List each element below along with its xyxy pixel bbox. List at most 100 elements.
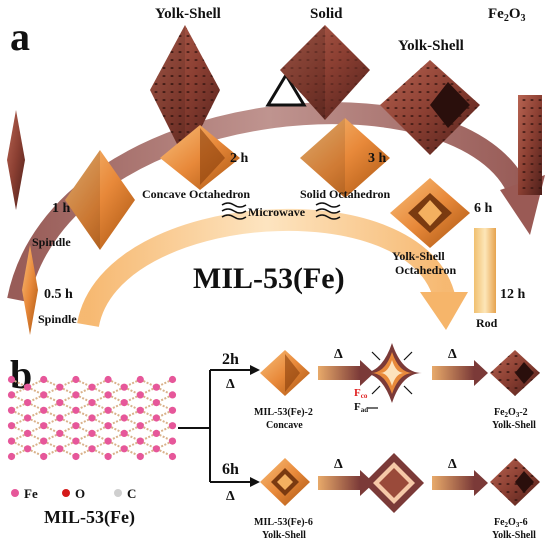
lattice-fe-node bbox=[104, 437, 112, 445]
center-title-mil53: MIL-53(Fe) bbox=[193, 262, 345, 295]
lattice-fe-node bbox=[7, 422, 16, 430]
lattice-fe-node bbox=[120, 414, 128, 422]
lattice-fe-node bbox=[40, 391, 48, 399]
lattice-fe-node bbox=[104, 391, 112, 399]
microwave-wave-icon-right bbox=[315, 202, 341, 220]
mil53-6-yolk-shell-icon bbox=[260, 458, 310, 506]
bottom-step-arrow-1 bbox=[318, 476, 360, 490]
lattice-fe-node bbox=[104, 375, 112, 384]
fe2o3-2-label-2: Yolk-Shell bbox=[492, 420, 536, 431]
legend-o-dot bbox=[62, 489, 70, 497]
lattice-fe-node bbox=[7, 391, 16, 399]
top-step-arrow-2 bbox=[432, 366, 474, 380]
lattice-fe-node bbox=[136, 437, 144, 445]
lattice-fe-node bbox=[136, 422, 144, 430]
mil53-2-label-1: MIL-53(Fe)-2 bbox=[254, 407, 313, 418]
lattice-fe-node bbox=[88, 445, 96, 453]
oxide-solid-octahedron-icon bbox=[280, 25, 370, 120]
lattice-fe-node bbox=[104, 406, 112, 414]
time-05h: 0.5 h bbox=[44, 287, 73, 302]
force-co-label: Fco bbox=[354, 387, 368, 400]
oxide-transformation-arc bbox=[7, 102, 531, 303]
lattice-fe-node bbox=[40, 452, 48, 461]
lattice-fe-node bbox=[152, 414, 160, 422]
label-yolk-shell-right: Yolk-Shell bbox=[398, 38, 464, 54]
lattice-fe-node bbox=[88, 399, 96, 407]
legend-fe-dot bbox=[11, 489, 19, 497]
label-spindle-lower: Spindle bbox=[38, 312, 77, 326]
bottom-step-arrow-2 bbox=[432, 476, 474, 490]
lattice-fe-node bbox=[7, 375, 16, 384]
lattice-fe-node bbox=[168, 437, 177, 445]
bottom-step-delta-2: Δ bbox=[448, 457, 457, 472]
top-step-delta-1: Δ bbox=[334, 347, 343, 362]
oxide-rod-icon bbox=[518, 95, 542, 195]
branch-bottom-time: 6h bbox=[222, 461, 239, 478]
lattice-fe-node bbox=[7, 452, 16, 461]
mof-rod-icon bbox=[474, 228, 496, 313]
branch-bottom-delta: Δ bbox=[226, 489, 235, 504]
mil53-2-concave-icon bbox=[260, 350, 310, 396]
label-spindle-upper: Spindle bbox=[32, 235, 71, 249]
lattice-fe-node bbox=[40, 422, 48, 430]
branch-connector bbox=[178, 369, 250, 483]
lattice-fe-node bbox=[7, 437, 16, 445]
oxide-yolk-shell-spindle-icon bbox=[150, 25, 220, 160]
lattice-fe-node bbox=[168, 375, 177, 384]
lattice-fe-node bbox=[120, 383, 128, 391]
mof-spindle-1h-icon bbox=[65, 150, 135, 250]
fe2o3-6-label-1: Fe2O3-6 bbox=[494, 517, 528, 529]
lattice-fe-node bbox=[120, 445, 128, 453]
lattice-fe-node bbox=[168, 391, 177, 399]
oxide-spindle-left-icon bbox=[7, 110, 25, 210]
heat-triangle-icon bbox=[265, 72, 307, 107]
mof-lattice bbox=[7, 375, 177, 461]
branch-top-time: 2h bbox=[222, 351, 239, 368]
top-step-arrow-1 bbox=[318, 366, 360, 380]
lattice-fe-node bbox=[56, 445, 64, 453]
time-2h: 2 h bbox=[230, 151, 249, 166]
bottom-step-delta-1: Δ bbox=[334, 457, 343, 472]
lattice-fe-node bbox=[72, 391, 80, 399]
label-yolk-shell-top: Yolk-Shell bbox=[155, 6, 221, 22]
lattice-fe-node bbox=[24, 429, 32, 437]
branch-top-delta: Δ bbox=[226, 377, 235, 392]
lattice-fe-node bbox=[168, 452, 177, 461]
lattice-fe-node bbox=[40, 375, 48, 384]
lattice-fe-node bbox=[40, 437, 48, 445]
lattice-fe-node bbox=[72, 406, 80, 414]
fe2o3-2-label-1: Fe2O3-2 bbox=[494, 407, 528, 419]
time-12h: 12 h bbox=[500, 287, 526, 302]
lattice-fe-node bbox=[72, 452, 80, 461]
label-fe2o3-top: Fe2O3 bbox=[488, 6, 526, 24]
concave-transition-icon bbox=[362, 343, 422, 403]
lattice-fe-node bbox=[152, 445, 160, 453]
framework-name: MIL-53(Fe) bbox=[44, 507, 135, 528]
lattice-fe-node bbox=[104, 422, 112, 430]
mil53-2-label-2: Concave bbox=[266, 420, 303, 431]
lattice-fe-node bbox=[72, 422, 80, 430]
legend-c: C bbox=[127, 486, 136, 501]
fe2o3-6-label-2: Yolk-Shell bbox=[492, 530, 536, 541]
lattice-fe-node bbox=[152, 399, 160, 407]
time-6h: 6 h bbox=[474, 201, 493, 216]
lattice-fe-node bbox=[88, 383, 96, 391]
microwave-wave-icon-left bbox=[221, 202, 247, 220]
legend-o: O bbox=[75, 486, 85, 501]
lattice-fe-node bbox=[56, 429, 64, 437]
lattice-fe-node bbox=[56, 399, 64, 407]
label-yolk-shell-octa-2: Octahedron bbox=[395, 263, 456, 277]
time-3h: 3 h bbox=[368, 151, 387, 166]
growth-arc bbox=[77, 208, 456, 328]
lattice-fe-node bbox=[104, 452, 112, 461]
time-1h: 1 h bbox=[52, 201, 71, 216]
yolk-shell-transition-icon bbox=[364, 453, 424, 513]
bottom-step-arrowhead-2 bbox=[474, 470, 488, 496]
branch-bottom-arrowhead bbox=[250, 477, 260, 487]
lattice-fe-node bbox=[24, 383, 32, 391]
mof-concave-octahedron-icon bbox=[160, 125, 240, 190]
lattice-fe-node bbox=[40, 406, 48, 414]
outward-force-arrows bbox=[371, 351, 413, 395]
label-solid-octahedron: Solid Octahedron bbox=[300, 187, 390, 201]
